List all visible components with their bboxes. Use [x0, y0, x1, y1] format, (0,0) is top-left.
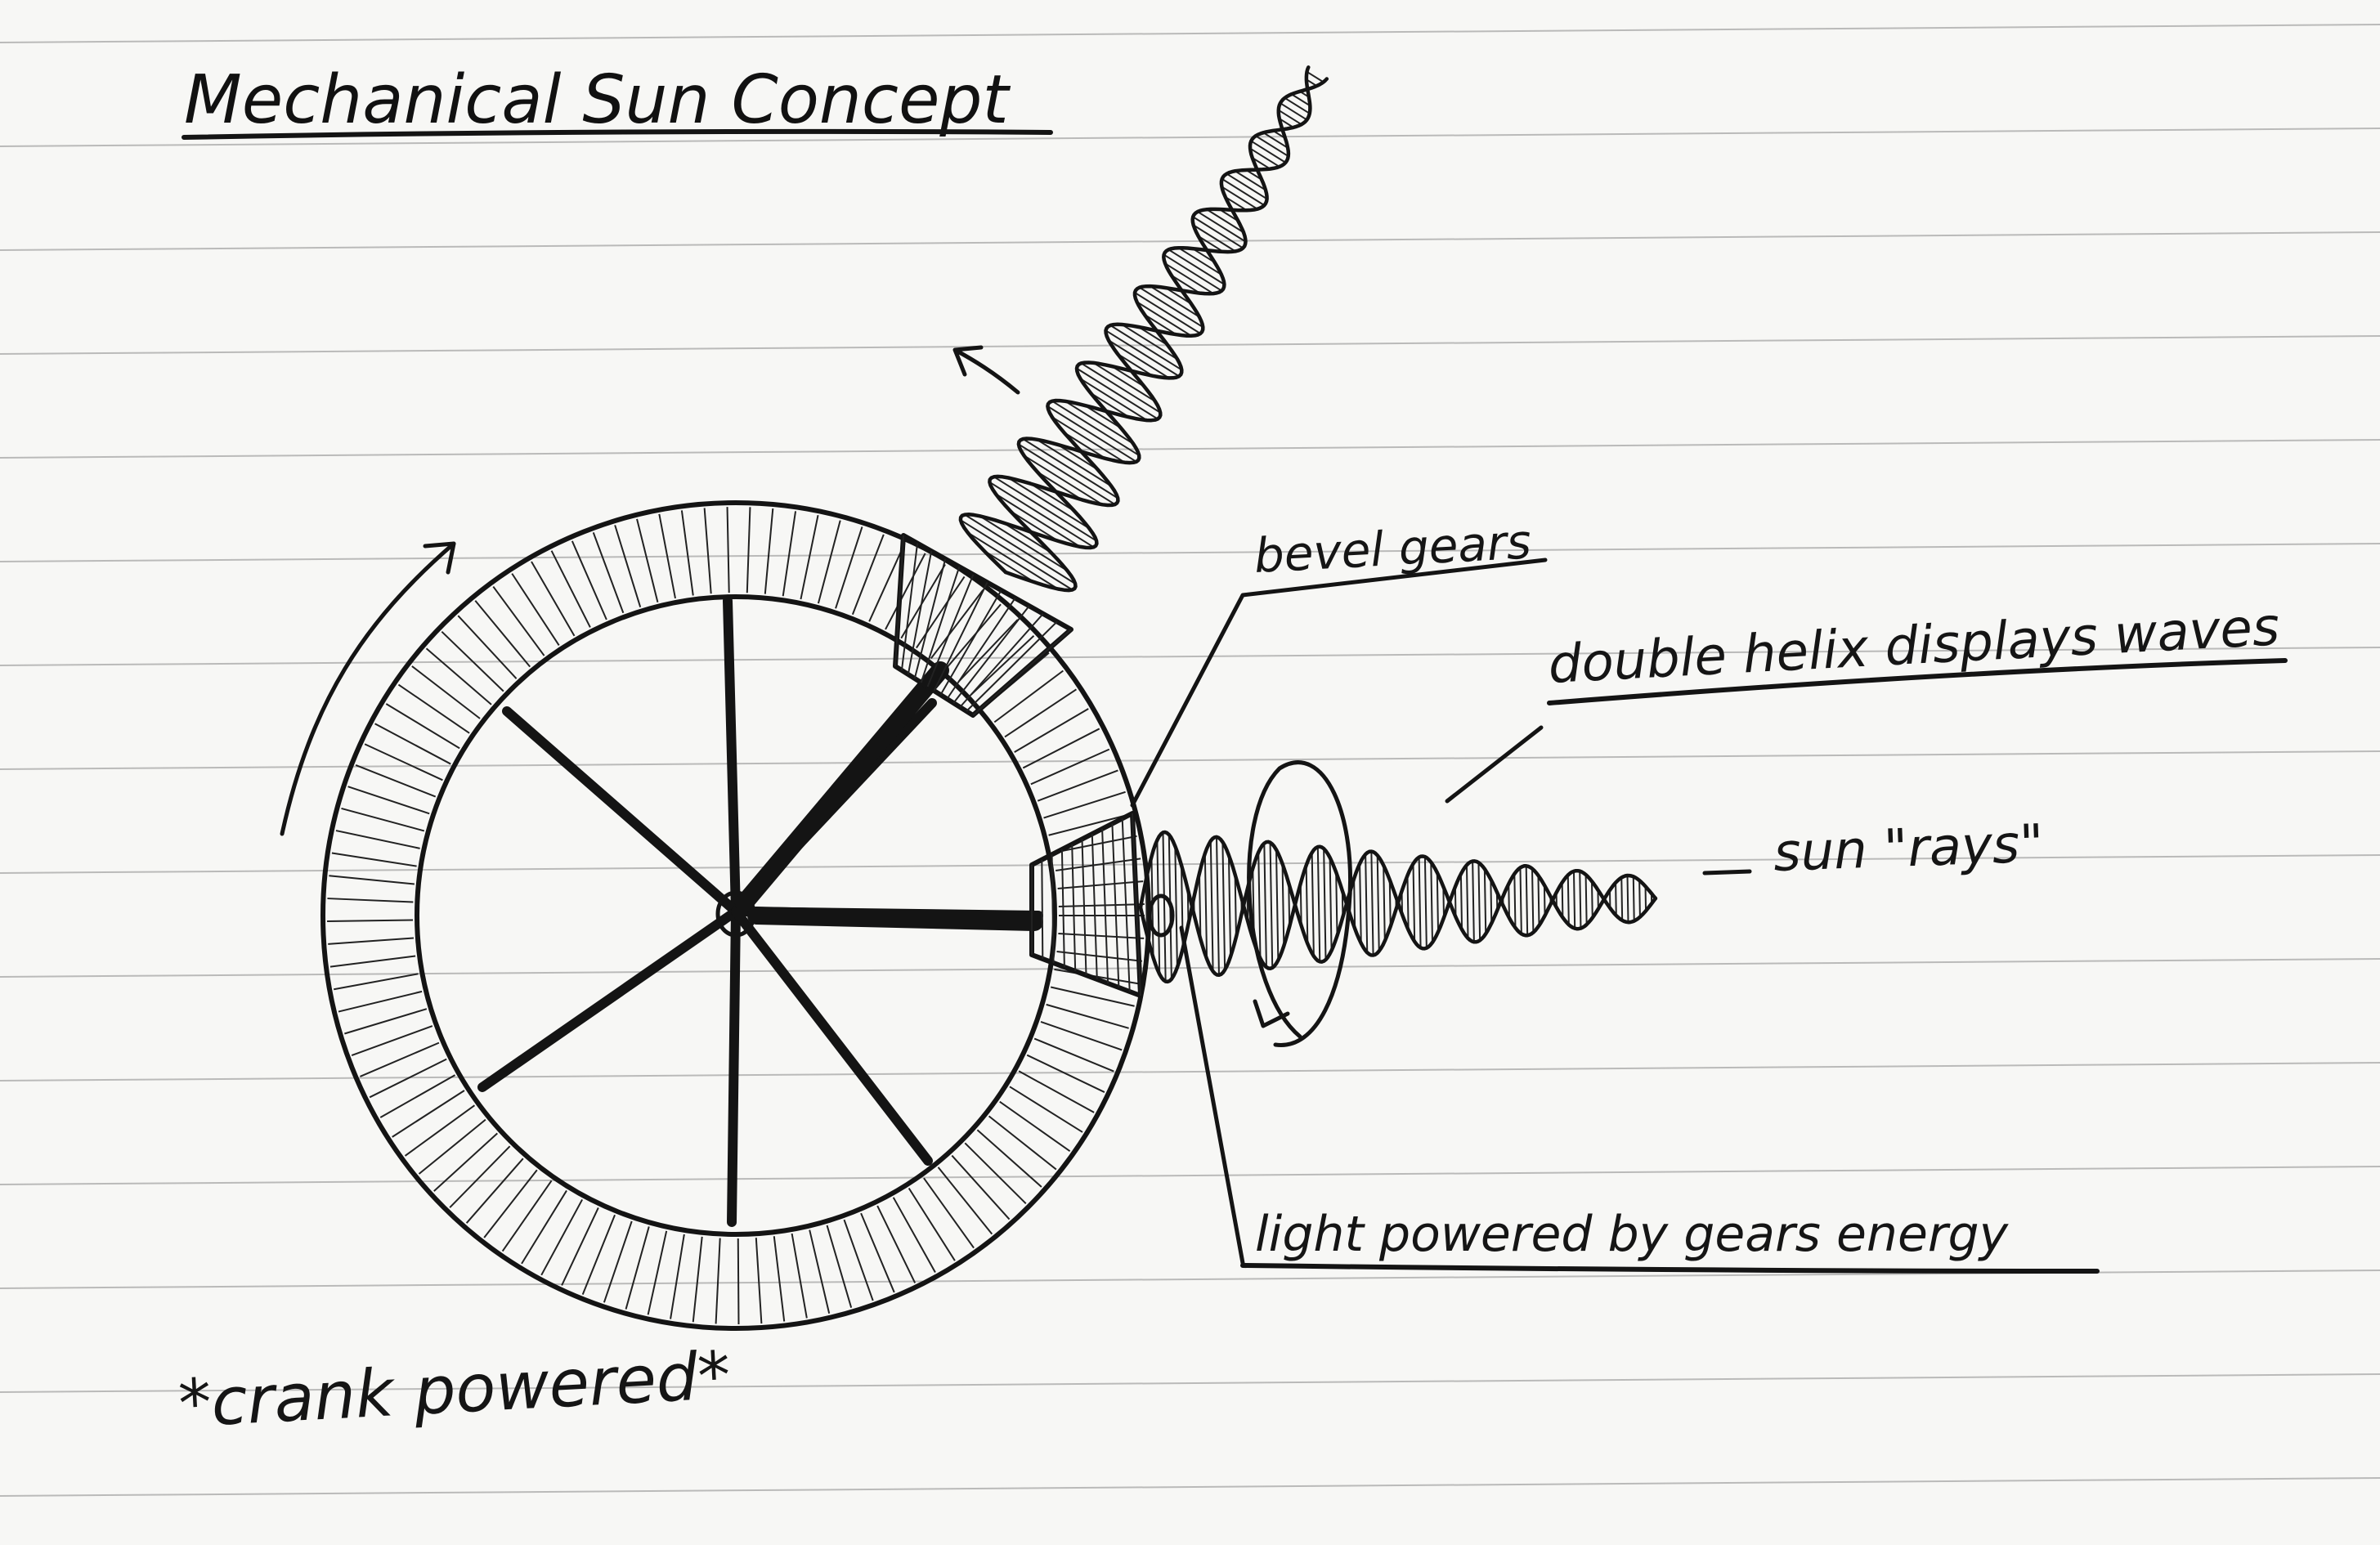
sun-rays-label: sun "rays" — [1773, 814, 2045, 884]
crank-powered-label: *crank powered* — [177, 1337, 733, 1442]
title-underline — [182, 128, 1053, 140]
sun-rays-leader — [1702, 869, 1752, 876]
bevel-gears-leader — [1130, 558, 1548, 808]
bevel-gears-label: bevel gears — [1253, 513, 1532, 584]
light-powered-label: light powered by gears energy — [1255, 1206, 2010, 1263]
light-powered-underline — [1240, 1263, 2100, 1274]
crank-rotation-arrow — [280, 541, 456, 836]
side-bevel-gear — [1029, 811, 1143, 998]
light-powered-leader — [1179, 925, 1245, 1265]
light-bulb — [1147, 893, 1175, 938]
side-axle — [747, 907, 1043, 931]
double-helix-underline — [1547, 658, 2288, 705]
loop-arrow-head — [1253, 999, 1290, 1028]
page-title: Mechanical Sun Concept — [184, 61, 1011, 139]
upper-double-helix — [958, 65, 1329, 593]
double-helix-label: double helix displays waves — [1547, 597, 2281, 696]
double-helix-leader — [1445, 725, 1544, 804]
gear-teeth — [327, 507, 1145, 1324]
ruled-lines — [0, 24, 2380, 1497]
side-double-helix — [1138, 830, 1658, 984]
ray-rotation-loop — [1247, 760, 1353, 1047]
upper-axle — [735, 661, 949, 912]
crank-arrow-head — [423, 541, 456, 575]
gear-wheel — [320, 500, 1151, 1331]
upper-bevel-gear — [893, 533, 1073, 718]
upper-helix-arrow — [952, 345, 1020, 395]
